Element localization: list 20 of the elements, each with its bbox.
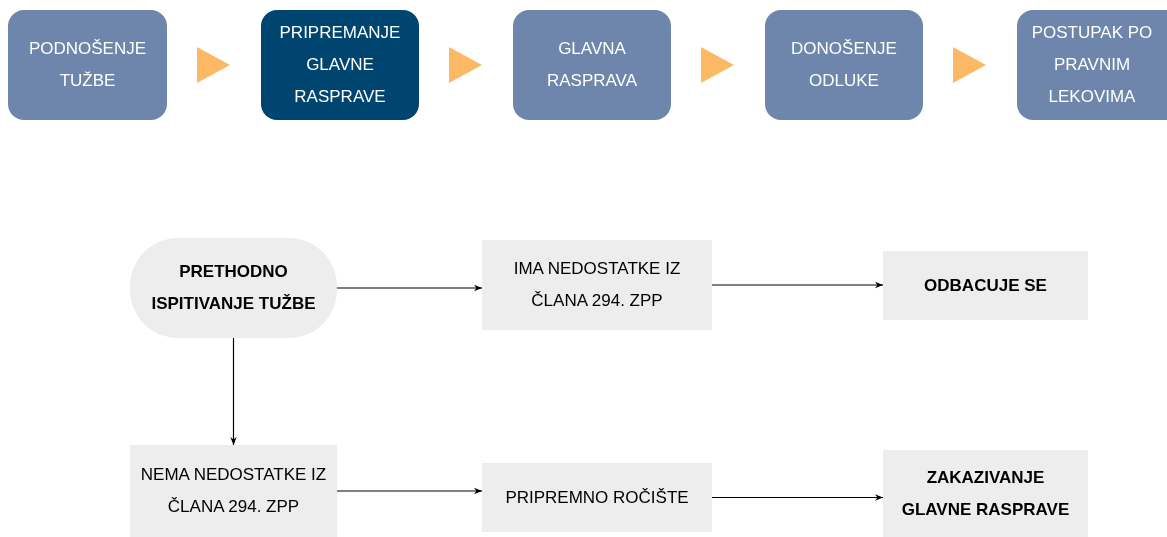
arrow bbox=[711, 281, 884, 289]
chevron-arrow bbox=[953, 47, 986, 83]
stage-box: PODNOŠENJE TUŽBE bbox=[8, 10, 167, 120]
arrow bbox=[336, 284, 483, 292]
start-box: PRETHODNO ISPITIVANJE TUŽBE bbox=[130, 238, 337, 338]
chevron-arrow bbox=[449, 47, 482, 83]
stage-box: POSTUPAK PO PRAVNIM LEKOVIMA bbox=[1017, 10, 1167, 120]
process-box: IMA NEDOSTATKE IZ ČLANA 294. ZPP bbox=[482, 240, 712, 330]
result-box: ZAKAZIVANJE GLAVNE RASPRAVE bbox=[883, 450, 1088, 537]
stage-box: DONOŠENJE ODLUKE bbox=[765, 10, 923, 120]
chevron-arrow bbox=[701, 47, 734, 83]
active-stage-box: PRIPREMANJE GLAVNE RASPRAVE bbox=[261, 10, 419, 120]
arrow bbox=[711, 494, 884, 501]
result-box: ODBACUJE SE bbox=[883, 251, 1088, 320]
arrow bbox=[336, 487, 483, 495]
process-box: PRIPREMNO ROČIŠTE bbox=[482, 463, 712, 532]
arrow bbox=[230, 337, 237, 446]
stage-box: GLAVNA RASPRAVA bbox=[513, 10, 671, 120]
chevron-arrow bbox=[197, 47, 230, 83]
process-box: NEMA NEDOSTATKE IZ ČLANA 294. ZPP bbox=[130, 445, 337, 537]
